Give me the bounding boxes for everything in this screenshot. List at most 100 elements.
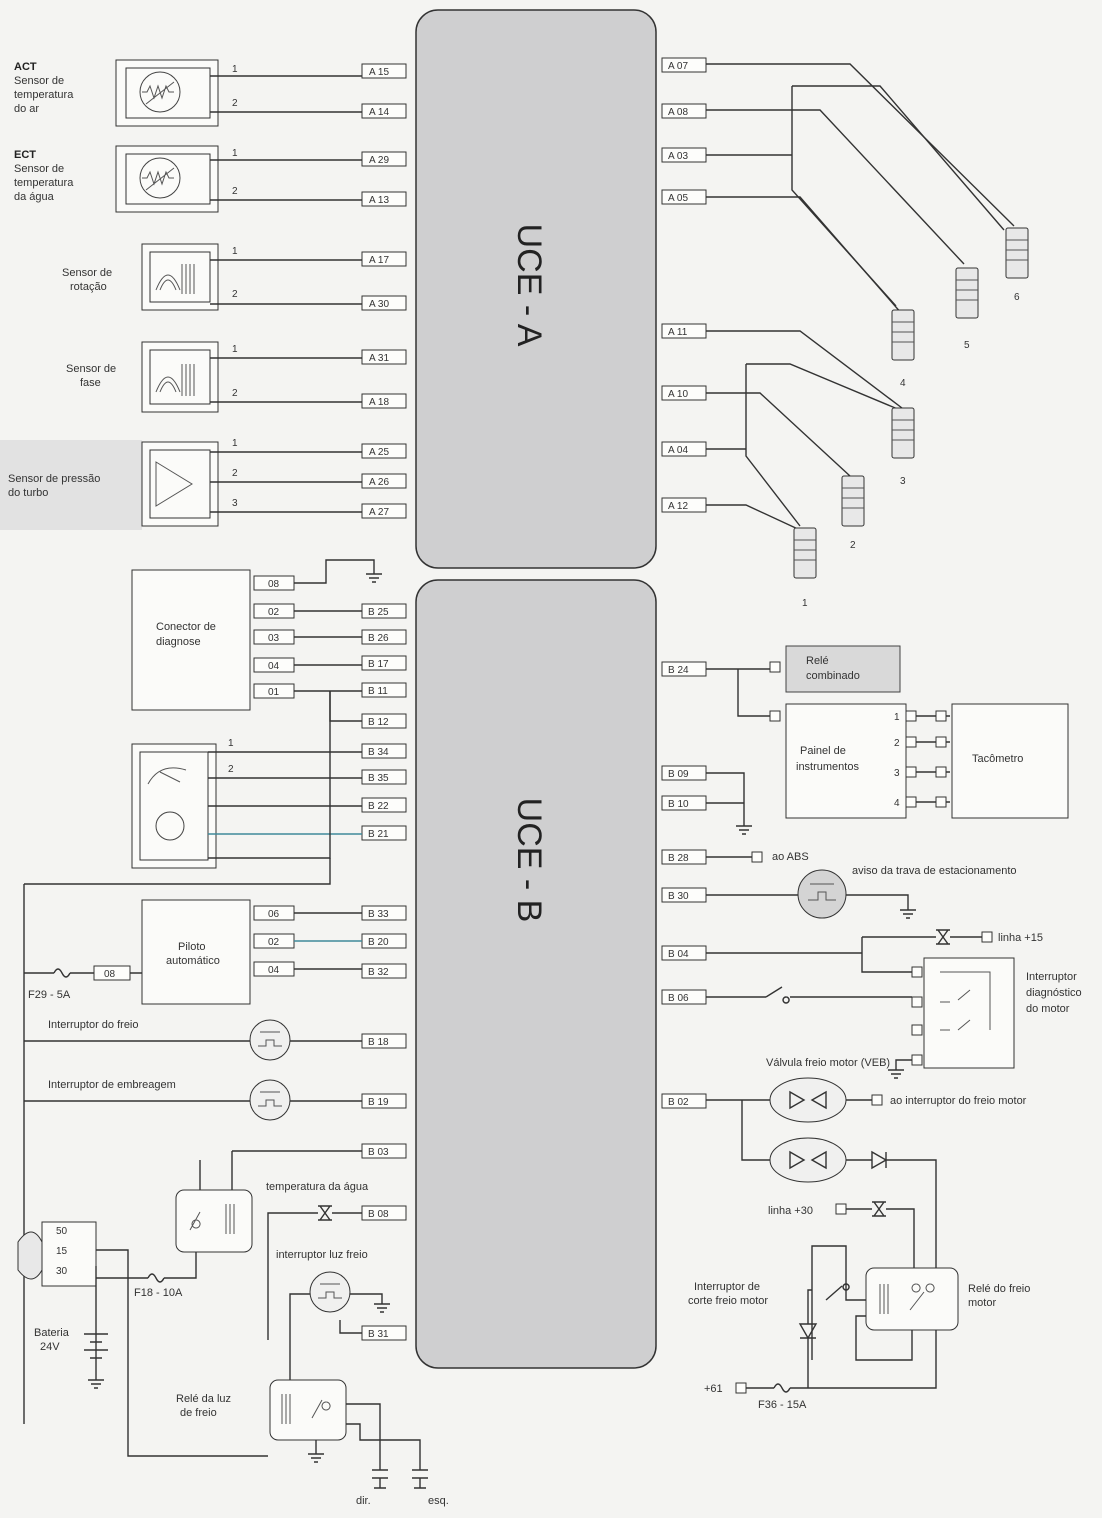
autopilot-pin: 02 xyxy=(268,937,280,948)
main-relay xyxy=(175,1189,253,1253)
switch-icon xyxy=(155,811,185,841)
pin-label: A 15 xyxy=(369,67,389,78)
turbo-pin-2: 2 xyxy=(232,468,238,479)
act-sensor: ACT Sensor de temperatura do ar 1 2 xyxy=(14,59,362,127)
pin-label: B 32 xyxy=(368,967,389,978)
brake-relay-label-2: motor xyxy=(968,1297,996,1309)
pin-label: B 17 xyxy=(368,659,389,670)
brake-relay-label-1: Relé do freio xyxy=(968,1283,1030,1295)
battery-icon xyxy=(84,1333,108,1389)
ground-icon xyxy=(308,1453,324,1463)
ignition-key-icon xyxy=(17,1231,43,1280)
pin-label: B 03 xyxy=(368,1147,389,1158)
injector-icon xyxy=(891,309,915,361)
pin-label: A 17 xyxy=(369,255,389,266)
autopilot-pin: 04 xyxy=(268,965,280,976)
pin-label: A 05 xyxy=(668,193,688,204)
pin-label: B 21 xyxy=(368,829,389,840)
pin-label: A 11 xyxy=(668,327,688,338)
pin-label: A 04 xyxy=(668,445,688,456)
switch-icon xyxy=(765,986,790,1004)
rotation-pin-1: 1 xyxy=(232,246,238,257)
fuse-f29-label: F29 - 5A xyxy=(28,989,71,1001)
tachometer-label: Tacômetro xyxy=(972,753,1023,765)
temp-switch-icon xyxy=(936,929,950,945)
thermistor-icon xyxy=(142,167,175,191)
panel-pin-4: 4 xyxy=(894,798,900,809)
rotation-desc-1: Sensor de xyxy=(62,267,112,279)
pin-label: B 26 xyxy=(368,633,389,644)
rotation-pin-2: 2 xyxy=(232,289,238,300)
inductive-sensor-icon xyxy=(155,364,195,396)
brake-light-switch: interruptor luz freio xyxy=(276,1249,390,1402)
diag-label-2: diagnose xyxy=(156,636,201,648)
pin-label: B 04 xyxy=(668,949,689,960)
act-pin-1: 1 xyxy=(232,64,238,75)
ground-icon xyxy=(366,573,382,583)
diagnostic-switch-block: linha +15 Interruptor diagnóstico do mot… xyxy=(706,929,1082,1079)
ground-icon xyxy=(900,909,916,919)
injector-icon xyxy=(1005,227,1029,279)
clutch-switch-label: Interruptor de embreagem xyxy=(48,1079,176,1091)
relay-icon xyxy=(189,1204,235,1234)
pin-label: B 33 xyxy=(368,909,389,920)
thermistor-icon xyxy=(142,81,175,105)
uce-b-right-pins: B 24 B 09 B 10 B 28 B 30 B 04 B 06 B 02 xyxy=(661,661,707,1109)
combined-relay: Relé combinado xyxy=(706,645,901,717)
diag-pin: 01 xyxy=(268,687,280,698)
pin-label: A 03 xyxy=(668,151,688,162)
panel-pin-1: 1 xyxy=(894,712,900,723)
autopilot-module: Piloto automático 06 02 04 08 F29 - 5A xyxy=(24,899,362,1005)
uce-a-module xyxy=(415,9,657,569)
brake-light-relay: Relé da luz de freio dir. esq. xyxy=(176,1379,449,1507)
temp-switch-icon xyxy=(872,1201,886,1217)
panel-pin-2: 2 xyxy=(894,738,900,749)
pin-label: B 12 xyxy=(368,717,389,728)
interruptor-diag-1: Interruptor xyxy=(1026,971,1077,983)
phase-desc-2: fase xyxy=(80,377,101,389)
abs-label: ao ABS xyxy=(772,851,809,863)
diag-pin: 03 xyxy=(268,633,280,644)
autopilot-pin: 08 xyxy=(104,969,116,980)
pedal-icon xyxy=(147,767,187,785)
switch-icon xyxy=(258,1091,282,1107)
ect-desc-2: temperatura xyxy=(14,177,74,189)
switch-icon xyxy=(318,1283,342,1299)
brake-light-relay-label-1: Relé da luz xyxy=(176,1393,231,1405)
autopilot-pin: 06 xyxy=(268,909,280,920)
brake-switch-label: Interruptor do freio xyxy=(48,1019,139,1031)
pin-label: B 09 xyxy=(668,769,689,780)
uce-b-title: UCE - B xyxy=(510,798,548,923)
tachometer: Tacômetro xyxy=(951,703,1069,819)
turbo-desc-1: Sensor de pressão xyxy=(8,473,100,485)
ect-desc-3: da água xyxy=(14,191,55,203)
fuse-f36-label: F36 - 15A xyxy=(758,1399,807,1411)
ect-desc-1: Sensor de xyxy=(14,163,64,175)
pin-label: B 24 xyxy=(668,665,689,676)
ect-sensor: ECT Sensor de temperatura da água 1 2 xyxy=(14,145,362,213)
valve-icon xyxy=(789,1150,827,1170)
rotation-sensor: Sensor de rotação 1 2 xyxy=(62,243,362,311)
lamp-esq-label: esq. xyxy=(428,1495,449,1507)
water-temp-label: temperatura da água xyxy=(266,1181,369,1193)
act-desc-1: Sensor de xyxy=(14,75,64,87)
accelerator-pedal-sensor: 1 2 xyxy=(131,691,362,869)
phase-desc-1: Sensor de xyxy=(66,363,116,375)
valve-icon xyxy=(789,1090,827,1110)
parking-brake-label: aviso da trava de estacionamento xyxy=(852,865,1017,877)
ground-icon xyxy=(888,1069,904,1079)
amplifier-icon xyxy=(155,461,193,507)
pin-label: B 20 xyxy=(368,937,389,948)
switch-icon xyxy=(258,1031,282,1047)
panel-label-2: instrumentos xyxy=(796,761,859,773)
pin-label: B 28 xyxy=(668,853,689,864)
phase-sensor: Sensor de fase 1 2 xyxy=(66,341,362,413)
pin-label: B 30 xyxy=(668,891,689,902)
parking-brake-warning: aviso da trava de estacionamento xyxy=(706,865,1017,919)
cutoff-switch-label-1: Interruptor de xyxy=(694,1281,760,1293)
injector-icon xyxy=(841,475,865,527)
act-desc-2: temperatura xyxy=(14,89,74,101)
cutoff-switch-label-2: corte freio motor xyxy=(688,1295,768,1307)
turbo-pin-1: 1 xyxy=(232,438,238,449)
brake-light-relay-label-2: de freio xyxy=(180,1407,217,1419)
